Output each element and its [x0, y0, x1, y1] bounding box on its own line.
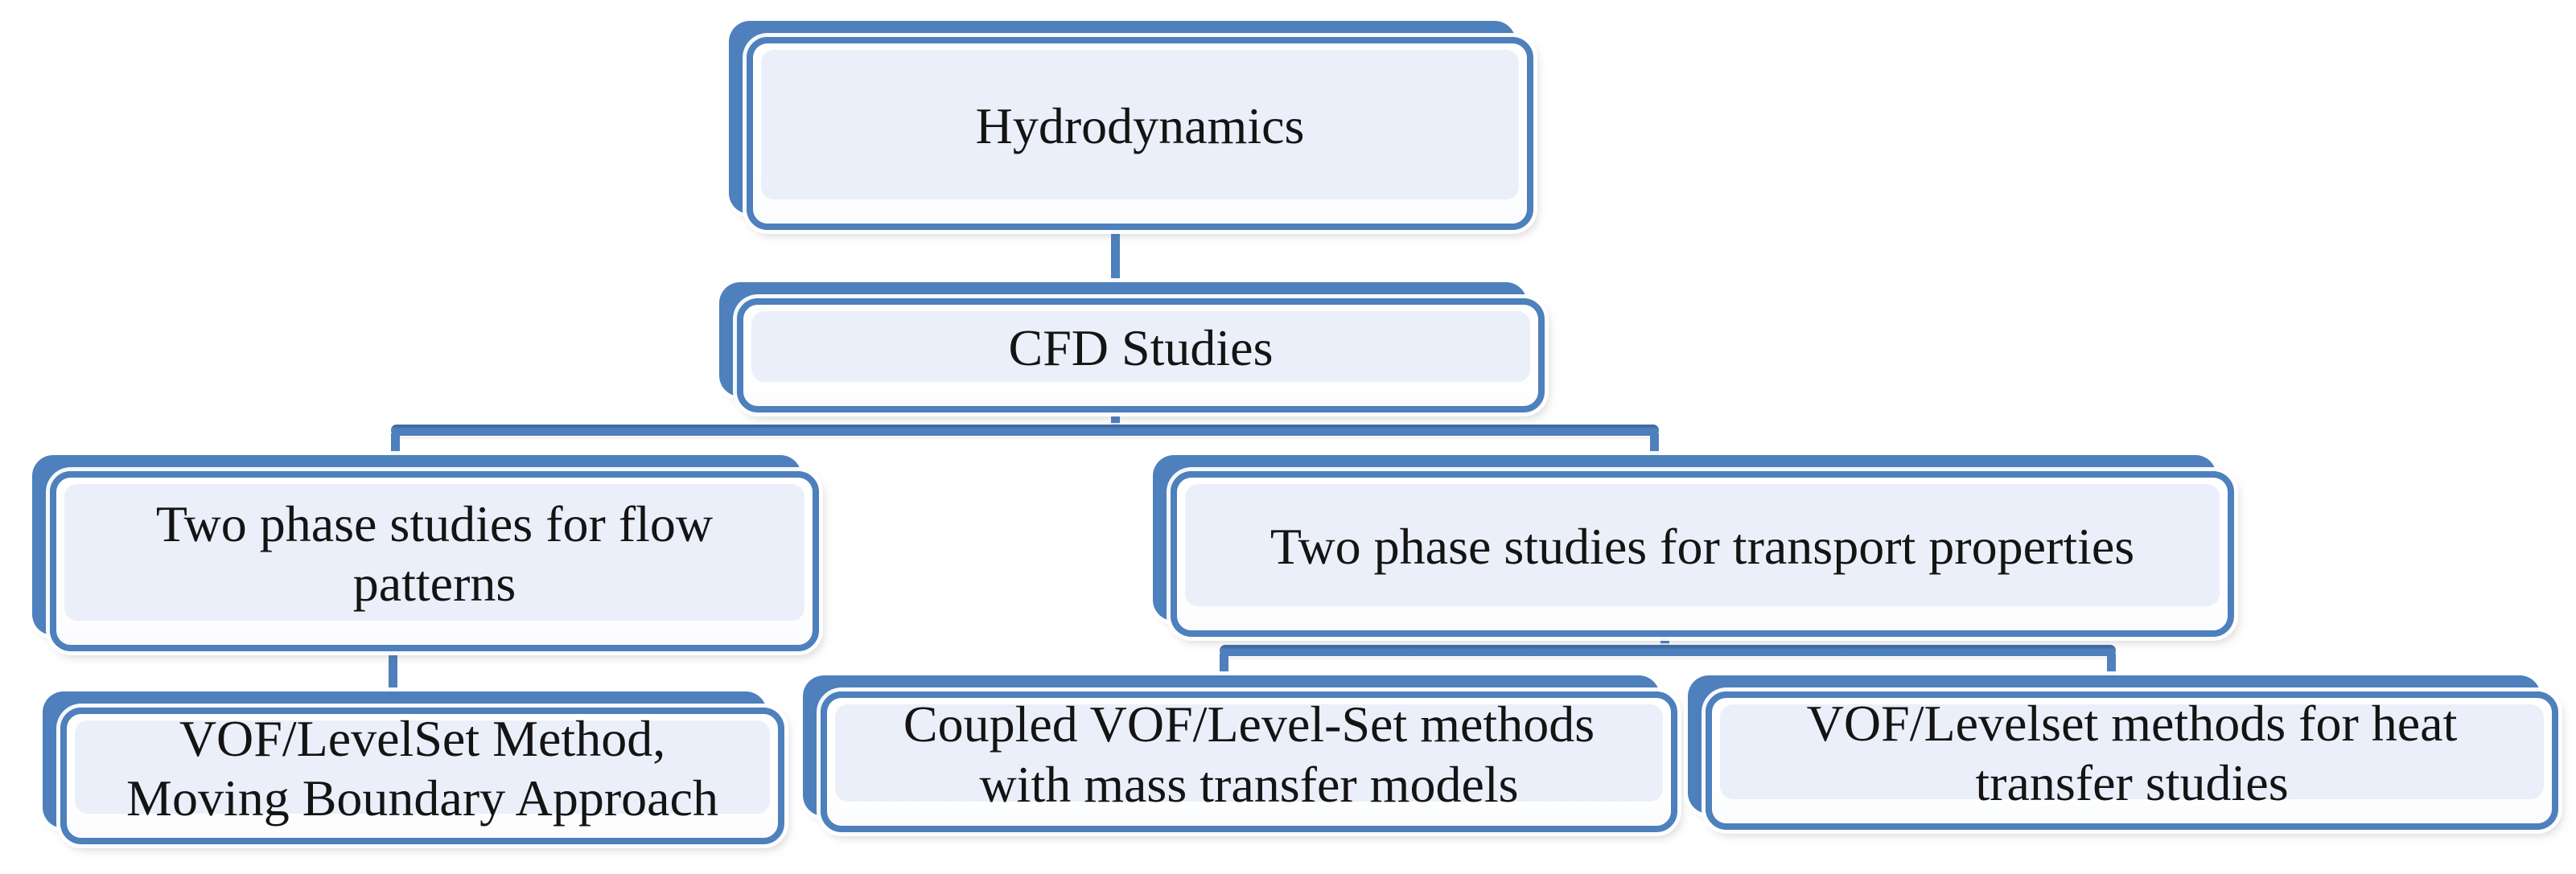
node-face: CFD Studies: [737, 298, 1545, 412]
node-label: VOF/LevelSet Method, Moving Boundary App…: [126, 709, 718, 827]
node-panel: [751, 311, 1530, 382]
node-panel: [64, 484, 804, 621]
node-transport-properties: Two phase studies for transport properti…: [1153, 455, 2234, 637]
connector-flow-to-vof: [389, 646, 397, 696]
connector-bar-to-flow-patterns: [391, 433, 400, 460]
connector-transport-branch-bar: [1220, 645, 2116, 656]
node-face: Two phase studies for flow patterns: [50, 471, 819, 651]
node-vof-levelset-heat-transfer: VOF/Levelset methods for heat transfer s…: [1688, 675, 2558, 830]
node-cfd-studies: CFD Studies: [719, 282, 1545, 412]
connector-bar-to-transport: [1650, 433, 1659, 460]
node-coupled-vof-mass-transfer: Coupled VOF/Level-Set methods with mass …: [803, 675, 1677, 832]
node-face: Coupled VOF/Level-Set methods with mass …: [821, 691, 1677, 832]
node-hydrodynamics: Hydrodynamics: [729, 21, 1533, 230]
node-panel: [761, 50, 1519, 199]
node-label-wrap: Two phase studies for transport properti…: [1185, 478, 2220, 616]
node-face: VOF/Levelset methods for heat transfer s…: [1706, 691, 2558, 830]
node-label-wrap: VOF/LevelSet Method, Moving Boundary App…: [75, 710, 770, 827]
node-panel: [1185, 484, 2220, 606]
node-panel: [1720, 704, 2544, 799]
node-label: Hydrodynamics: [975, 96, 1305, 154]
connector-cfd-branch-bar: [391, 425, 1659, 436]
node-face: VOF/LevelSet Method, Moving Boundary App…: [60, 708, 784, 844]
node-label: CFD Studies: [1008, 318, 1274, 376]
node-label-wrap: Coupled VOF/Level-Set methods with mass …: [835, 696, 1663, 813]
connector-cfd-stub: [1111, 408, 1120, 428]
node-label-wrap: VOF/Levelset methods for heat transfer s…: [1720, 695, 2544, 811]
node-label-wrap: CFD Studies: [751, 305, 1530, 392]
node-label: Coupled VOF/Level-Set methods with mass …: [903, 696, 1595, 813]
node-vof-levelset-moving-boundary: VOF/LevelSet Method, Moving Boundary App…: [43, 691, 784, 844]
node-label: VOF/Levelset methods for heat transfer s…: [1806, 694, 2458, 811]
connector-bar-to-heat: [2107, 653, 2116, 682]
node-label: Two phase studies for flow patterns: [155, 494, 714, 612]
node-label-wrap: Two phase studies for flow patterns: [64, 478, 804, 630]
node-label-wrap: Hydrodynamics: [761, 43, 1519, 209]
node-face: Hydrodynamics: [747, 37, 1533, 230]
node-panel: [75, 720, 770, 814]
node-panel: [835, 704, 1663, 802]
connector-transport-stub: [1660, 632, 1669, 648]
connector-hydrodynamics-to-cfd: [1111, 228, 1120, 302]
node-flow-patterns: Two phase studies for flow patterns: [32, 455, 819, 651]
node-label: Two phase studies for transport properti…: [1269, 517, 2135, 575]
connector-bar-to-coupled: [1220, 653, 1228, 682]
node-face: Two phase studies for transport properti…: [1171, 471, 2234, 637]
